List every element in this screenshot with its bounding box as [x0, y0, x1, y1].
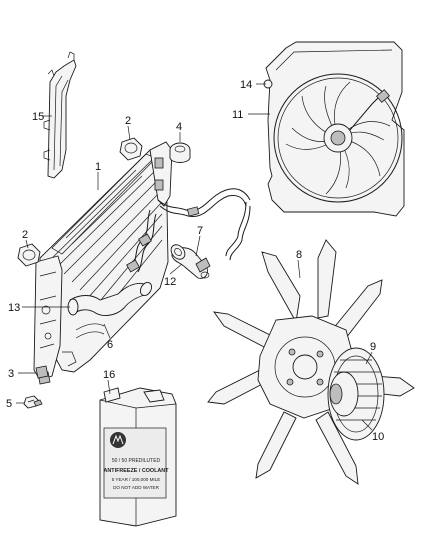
callout-3: 3	[8, 368, 14, 380]
jug-label-line3: 5 YEAR / 100,000 MILE	[112, 477, 161, 482]
callout-14: 14	[240, 79, 252, 91]
callout-2-upper: 2	[125, 115, 131, 127]
mechanical-fan-part	[207, 239, 415, 485]
callout-12: 12	[164, 276, 176, 288]
jug-label-line2: ANTIFREEZE / COOLANT	[104, 468, 170, 474]
radiator-baffle-part	[43, 51, 77, 179]
callout-labels: 15 1 2 4 2 14 11 7 12 13 6 3 5 16 8 9 10	[6, 79, 384, 443]
callout-15: 15	[32, 111, 44, 123]
radiator-cap-part	[169, 142, 191, 163]
drain-cock-part	[35, 365, 49, 379]
callout-13: 13	[8, 302, 20, 314]
callout-9: 9	[370, 341, 376, 353]
radiator-insulator-lower-part	[17, 243, 41, 267]
lower-hose-part	[67, 281, 153, 339]
callout-5: 5	[6, 398, 12, 410]
callout-2-lower: 2	[22, 229, 28, 241]
jug-label-line1: 50 / 50 PREDILUTED	[112, 458, 161, 464]
callout-6: 6	[107, 339, 113, 351]
callout-8: 8	[296, 249, 302, 261]
callout-16: 16	[103, 369, 115, 381]
callout-11: 11	[232, 109, 243, 121]
coolant-jug-part	[99, 387, 177, 527]
callout-4: 4	[176, 121, 182, 133]
coolant-sensor-part	[23, 395, 43, 409]
callout-10: 10	[372, 431, 384, 443]
upper-hose-part	[170, 244, 211, 279]
fan-clutch-part	[327, 347, 385, 441]
radiator-insulator-upper-part	[119, 137, 143, 161]
jug-label-line4: DO NOT ADD WATER	[113, 485, 160, 490]
callout-7: 7	[197, 225, 203, 237]
callout-1: 1	[95, 161, 101, 173]
electric-fan-part	[263, 79, 391, 195]
radiator-part	[33, 141, 251, 385]
leader-lines	[16, 83, 373, 431]
